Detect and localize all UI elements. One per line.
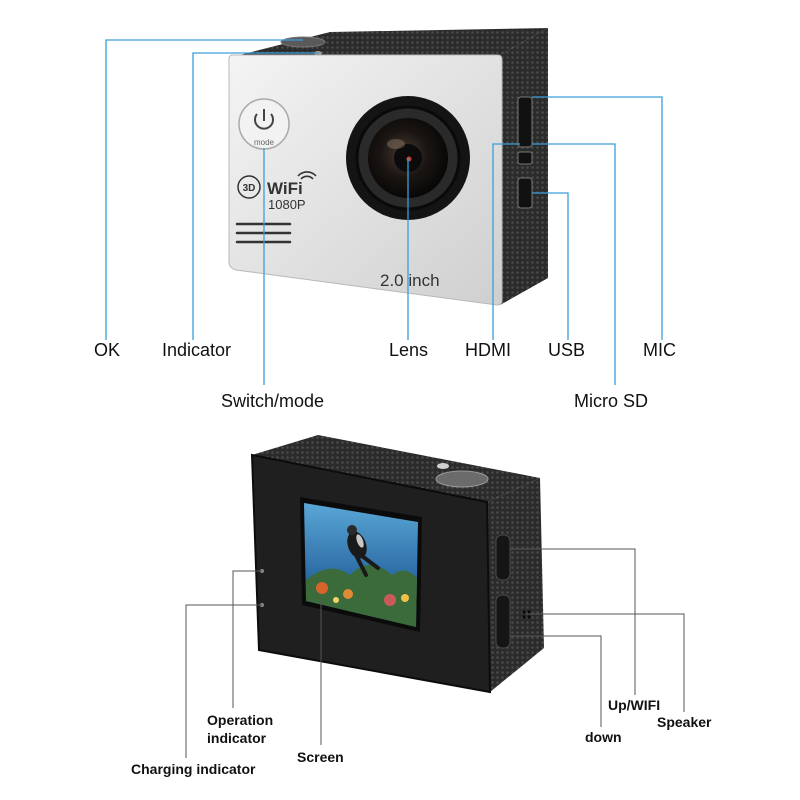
badge-3d: 3D xyxy=(243,183,256,194)
screen xyxy=(300,497,422,632)
label-usb: USB xyxy=(548,340,586,360)
bottom-callout-lines xyxy=(185,548,685,758)
ok-callout-line xyxy=(105,39,303,340)
camera-top-plate xyxy=(228,28,548,58)
charging-indicator-callout-line xyxy=(185,604,262,758)
side-speaker xyxy=(522,610,531,619)
back-camera xyxy=(250,435,544,694)
label-ok: OK xyxy=(94,340,121,360)
label-down: down xyxy=(585,729,622,745)
label-hdmi: HDMI xyxy=(465,340,511,360)
label-lens: Lens xyxy=(389,340,429,360)
micro-sd-slot[interactable] xyxy=(517,151,533,165)
label-charging-indicator: Charging indicator xyxy=(131,761,256,777)
down-button[interactable] xyxy=(495,594,511,649)
mode-text: mode xyxy=(254,138,275,147)
label-switch-mode: Switch/mode xyxy=(221,391,325,411)
hdmi-callout-line xyxy=(492,143,520,340)
screen-size-text: 2.0 inch xyxy=(380,271,440,290)
label-speaker: Speaker xyxy=(657,714,712,730)
up-wifi-callout-line xyxy=(510,548,636,695)
camera-right-side xyxy=(500,28,548,305)
usb-port[interactable] xyxy=(517,177,533,209)
wifi-brand-text: WiFi xyxy=(267,179,303,198)
resolution-text: 1080P xyxy=(268,197,306,212)
power-icon xyxy=(254,109,274,130)
ok-button[interactable] xyxy=(280,36,326,48)
up-wifi-button[interactable] xyxy=(495,534,511,581)
front-camera: mode 3D WiFi 1080P 2.0 inch xyxy=(228,28,548,306)
mic-callout-line xyxy=(532,96,663,340)
wifi-signal-icon xyxy=(297,171,317,180)
label-micro-sd: Micro SD xyxy=(574,391,649,411)
label-mic: MIC xyxy=(643,340,676,360)
label-indicator: Indicator xyxy=(162,340,232,360)
indicator-callout-line xyxy=(192,52,318,340)
label-up-wifi: Up/WIFI xyxy=(608,697,661,713)
hdmi-port[interactable] xyxy=(517,96,533,148)
label-screen: Screen xyxy=(297,749,344,765)
back-top-led xyxy=(437,463,449,469)
down-callout-line xyxy=(510,635,602,727)
label-operation-indicator-line2: indicator xyxy=(207,730,267,746)
speaker-callout-line xyxy=(526,613,685,712)
badge-3d-ring xyxy=(237,175,261,199)
operation-indicator-callout-line xyxy=(232,570,262,708)
label-operation-indicator-line1: Operation xyxy=(207,712,274,728)
micro-sd-callout-line xyxy=(532,143,616,385)
usb-callout-line xyxy=(532,192,569,340)
top-callout-lines xyxy=(105,39,663,385)
back-camera-right-side xyxy=(487,478,544,692)
back-ok-button[interactable] xyxy=(435,470,489,488)
